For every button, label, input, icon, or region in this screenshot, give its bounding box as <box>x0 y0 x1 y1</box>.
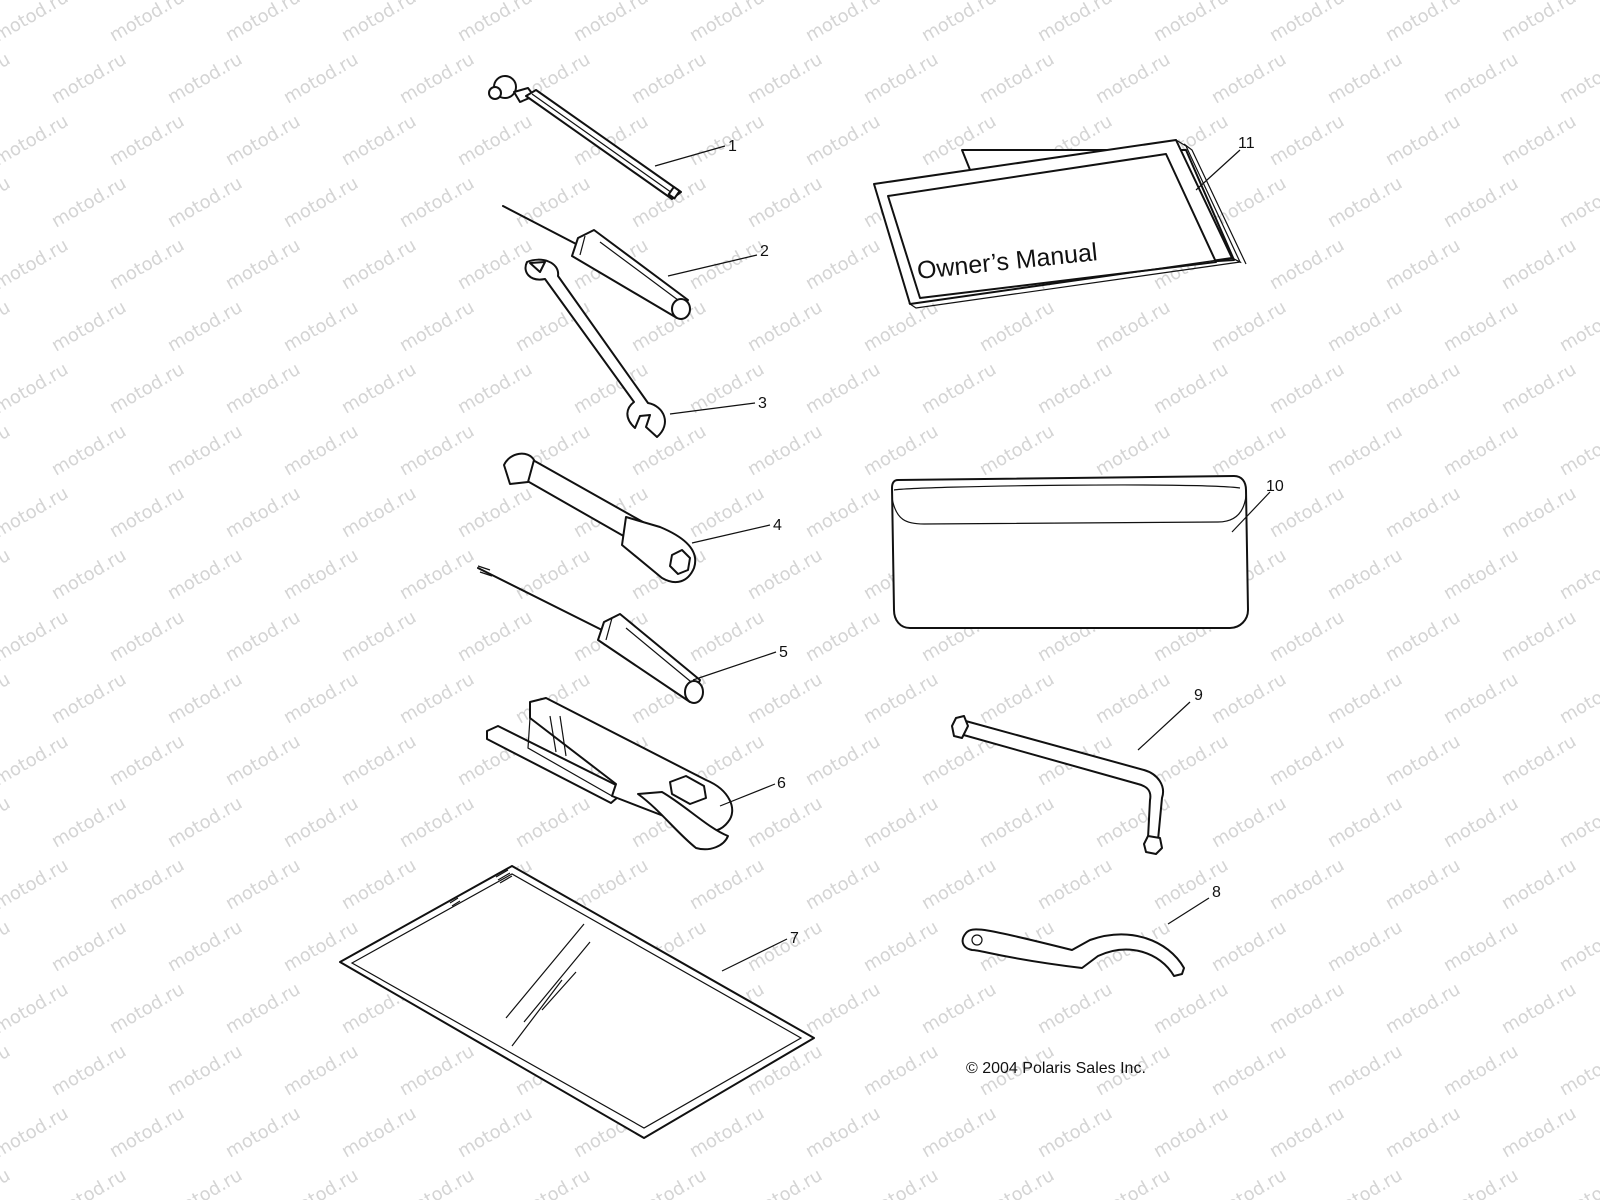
callout-1: 1 <box>728 138 737 155</box>
callout-11: 11 <box>1238 135 1255 152</box>
callout-2: 2 <box>760 243 769 260</box>
callout-labels: 1 2 3 4 5 6 7 8 9 10 11 <box>728 135 1284 947</box>
copyright-notice: © 2004 Polaris Sales Inc. <box>966 1060 1146 1077</box>
tool-clip-part <box>486 697 734 851</box>
callout-5: 5 <box>779 644 788 661</box>
document-sleeve-part <box>339 865 815 1139</box>
screwdriver-part <box>502 205 691 320</box>
leader-lines <box>654 145 1271 972</box>
callout-10: 10 <box>1266 478 1284 495</box>
callout-6: 6 <box>777 775 786 792</box>
hex-key-part <box>951 715 1164 855</box>
wrench-part <box>524 258 666 438</box>
owners-manual-part: Owner’s Manual <box>873 139 1247 309</box>
socket-wrench-part <box>503 452 697 584</box>
callout-8: 8 <box>1212 884 1221 901</box>
callout-7: 7 <box>790 930 799 947</box>
callout-9: 9 <box>1194 687 1203 704</box>
tool-pouch-part <box>891 475 1249 629</box>
spanner-wrench-part <box>961 928 1185 977</box>
callout-4: 4 <box>773 517 782 534</box>
callout-3: 3 <box>758 395 767 412</box>
tire-gauge-part <box>488 75 682 200</box>
screwdriver-hex-part <box>477 565 704 704</box>
